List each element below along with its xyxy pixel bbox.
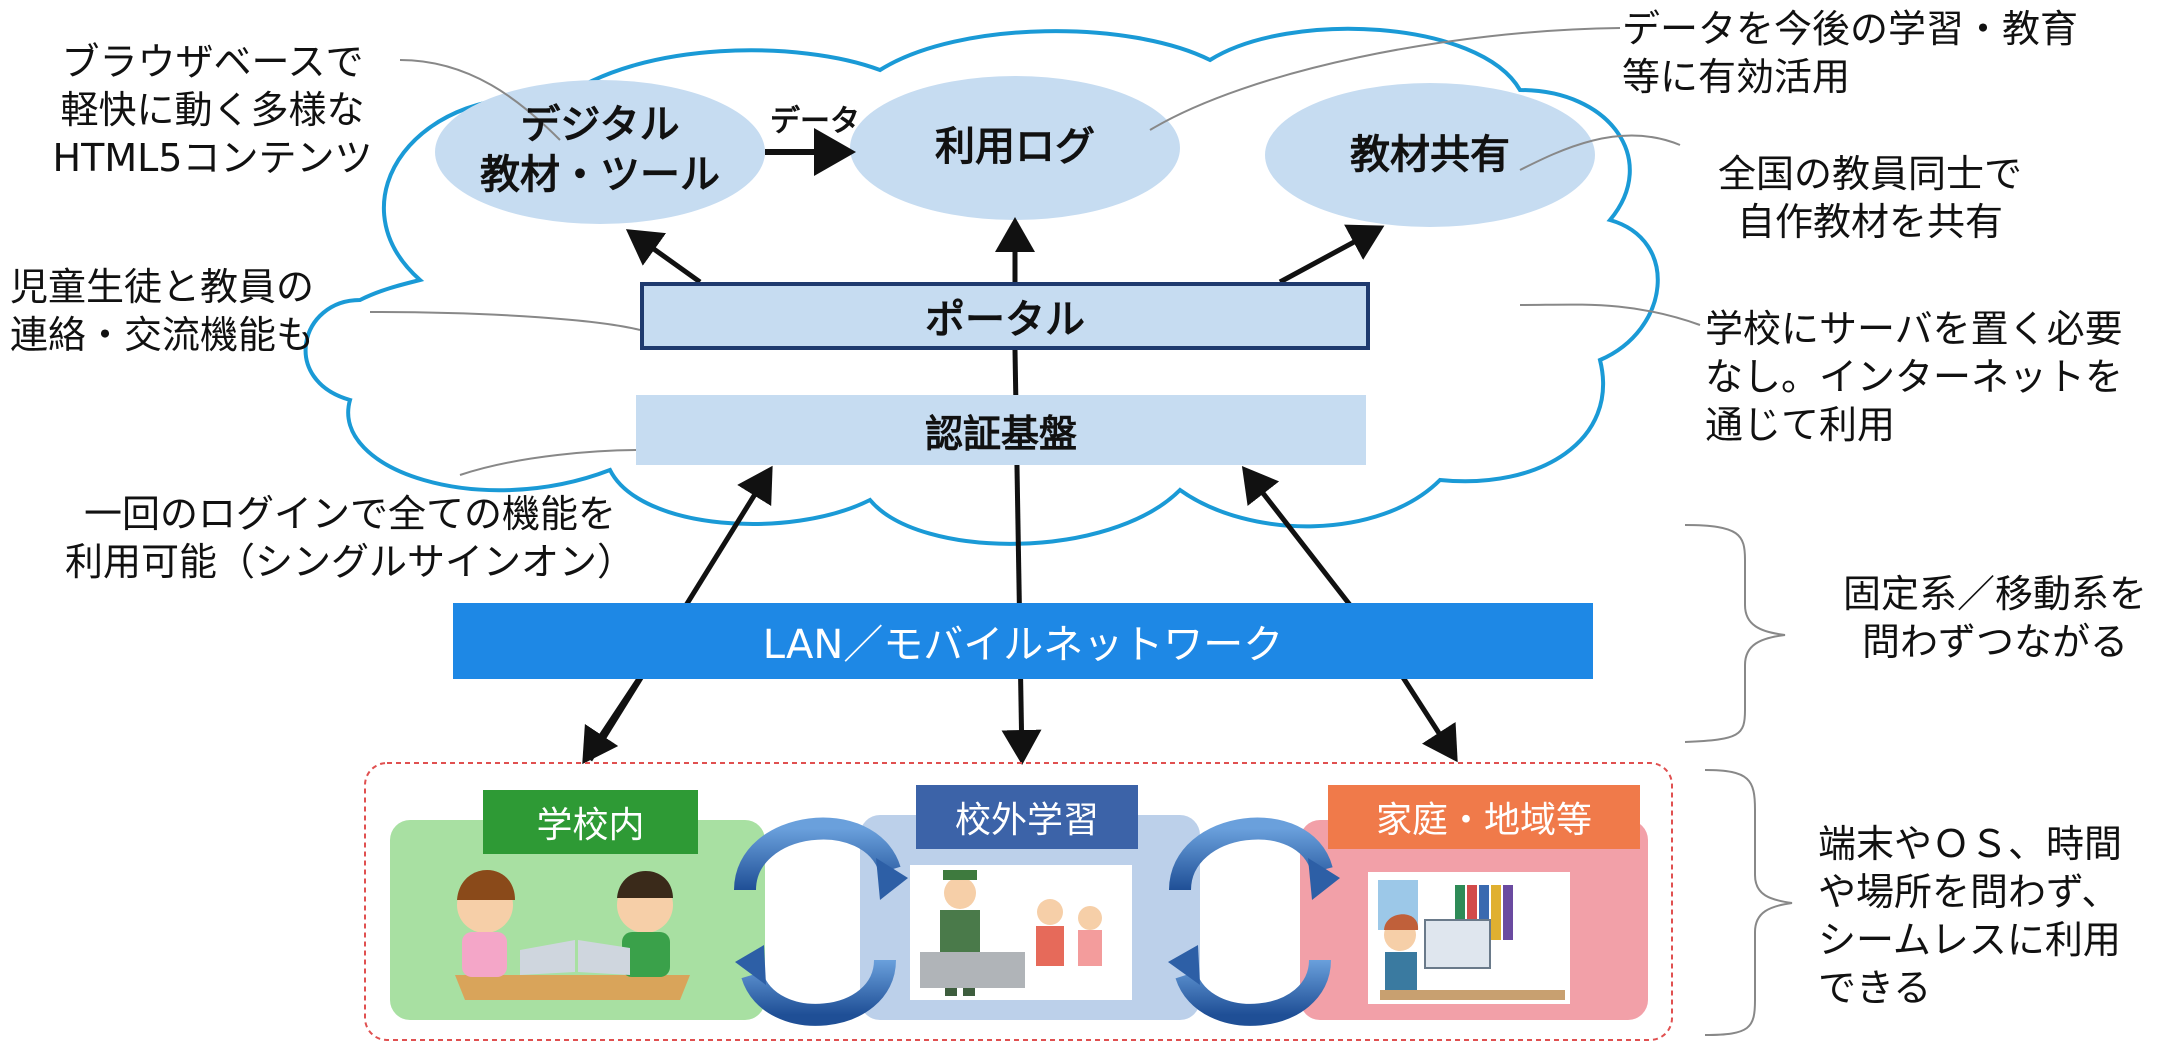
note-sso-line-1: 一回のログインで全ての機能を bbox=[83, 492, 616, 536]
note-no-server: 学校にサーバを置く必要 なし。インターネットを 通じて利用 bbox=[1705, 305, 2123, 449]
note-browser-line-2: 軽快に動く多様な bbox=[60, 88, 365, 132]
auth-platform-box: 認証基盤 bbox=[636, 395, 1366, 465]
cycle-arrows-left bbox=[734, 817, 908, 1026]
material-share-label: 教材共有 bbox=[1350, 132, 1510, 178]
note-network-line-2: 問わずつながる bbox=[1861, 620, 2128, 664]
home-label: 家庭・地域等 bbox=[1328, 785, 1640, 849]
note-seamless-line-4: できる bbox=[1818, 966, 1932, 1010]
note-data-use-line-1: データを今後の学習・教育 bbox=[1622, 7, 2079, 51]
note-sso-line-2: 利用可能（シングルサインオン） bbox=[64, 540, 635, 584]
note-seamless-line-1: 端末やＯＳ、時間 bbox=[1818, 822, 2123, 866]
cloud-to-home-arrow bbox=[1392, 663, 1458, 763]
network-bar: LAN／モバイルネットワーク bbox=[453, 603, 1593, 679]
brace-environments bbox=[1704, 769, 1793, 1036]
note-network: 固定系／移動系を 問わずつながる bbox=[1820, 570, 2170, 666]
portal-to-digital-arrow bbox=[625, 229, 702, 285]
outside-label: 校外学習 bbox=[916, 785, 1138, 849]
note-share: 全国の教員同士で 自作教材を共有 bbox=[1690, 150, 2050, 246]
note-no-server-line-1: 学校にサーバを置く必要 bbox=[1705, 307, 2123, 351]
digital-material-line-2: 教材・ツール bbox=[480, 152, 720, 198]
note-data-use-line-2: 等に有効活用 bbox=[1622, 55, 1851, 99]
school-label: 学校内 bbox=[483, 790, 698, 854]
cycle-arrows-right bbox=[1168, 817, 1340, 1026]
note-seamless-line-2: や場所を問わず、 bbox=[1818, 870, 2120, 914]
brace-network bbox=[1684, 524, 1786, 743]
portal-box: ポータル bbox=[640, 282, 1370, 350]
portal-to-share-arrow bbox=[1278, 224, 1385, 285]
digital-material-node bbox=[435, 80, 765, 224]
school-illustration bbox=[448, 870, 693, 1005]
note-browser: ブラウザベースで 軽快に動く多様な HTML5コンテンツ bbox=[40, 38, 385, 182]
note-share-line-2: 自作教材を共有 bbox=[1736, 200, 2003, 244]
note-no-server-line-3: 通じて利用 bbox=[1705, 403, 1896, 447]
note-sso: 一回のログインで全ての機能を 利用可能（シングルサインオン） bbox=[40, 490, 660, 586]
digital-material-line-1: デジタル bbox=[520, 102, 680, 148]
data-arrow-label: データ bbox=[770, 104, 860, 139]
note-browser-line-3: HTML5コンテンツ bbox=[52, 136, 373, 180]
outside-illustration bbox=[910, 865, 1132, 1000]
usage-log-label: 利用ログ bbox=[935, 124, 1095, 170]
home-to-cloud-arrow bbox=[1241, 466, 1352, 607]
note-network-line-1: 固定系／移動系を bbox=[1842, 572, 2147, 616]
note-data-use: データを今後の学習・教育 等に有効活用 bbox=[1622, 5, 2078, 101]
note-communication-line-1: 児童生徒と教員の bbox=[10, 265, 315, 309]
digital-material-label: デジタル 教材・ツール bbox=[470, 100, 730, 200]
usage-log-node bbox=[850, 76, 1180, 220]
leader-lines bbox=[369, 27, 1701, 476]
note-seamless: 端末やＯＳ、時間 や場所を問わず、 シームレスに利用 できる bbox=[1818, 820, 2122, 1012]
note-seamless-line-3: シームレスに利用 bbox=[1818, 918, 2121, 962]
note-share-line-1: 全国の教員同士で bbox=[1717, 152, 2022, 196]
auth-to-school-arrow bbox=[582, 663, 651, 765]
material-share-node bbox=[1265, 83, 1595, 227]
note-browser-line-1: ブラウザベースで bbox=[61, 40, 364, 84]
home-illustration bbox=[1368, 872, 1570, 1004]
note-communication-line-2: 連絡・交流機能も bbox=[10, 313, 315, 357]
note-communication: 児童生徒と教員の 連絡・交流機能も bbox=[10, 263, 314, 359]
environments-frame bbox=[364, 762, 1673, 1041]
note-no-server-line-2: なし。インターネットを bbox=[1705, 355, 2124, 399]
